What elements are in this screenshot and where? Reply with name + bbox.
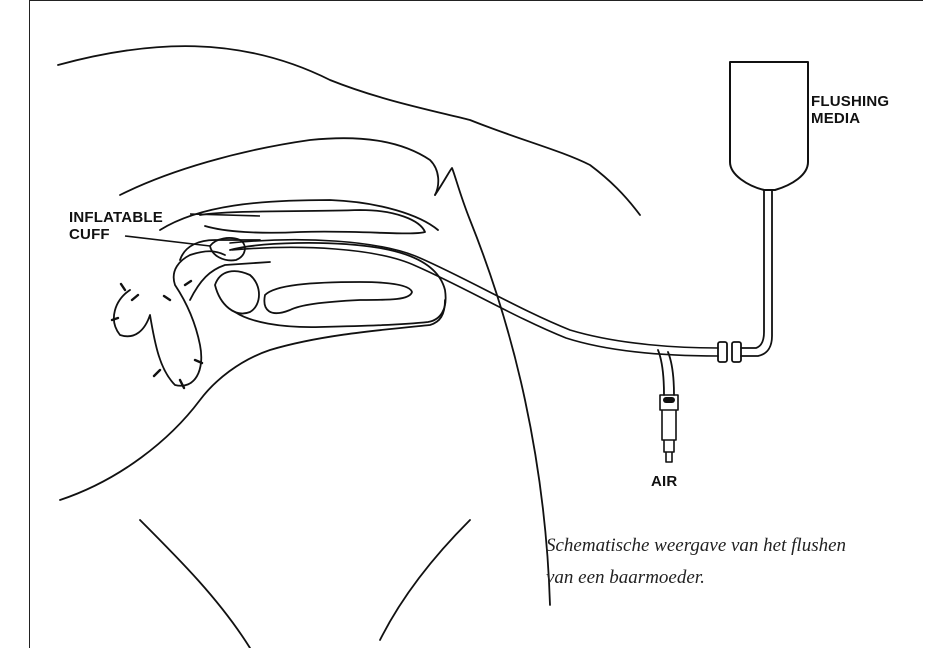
figure-caption: Schematische weergave van het flushen va…: [546, 530, 925, 594]
inflatable-leader-line: [190, 214, 260, 216]
air-label-text: AIR: [651, 473, 677, 490]
caption-line2: van een baarmoeder.: [546, 562, 925, 594]
caption-line1: Schematische weergave van het flushen: [546, 530, 925, 562]
cuff-leader-line: [125, 236, 210, 246]
air-label: AIR: [651, 473, 677, 490]
